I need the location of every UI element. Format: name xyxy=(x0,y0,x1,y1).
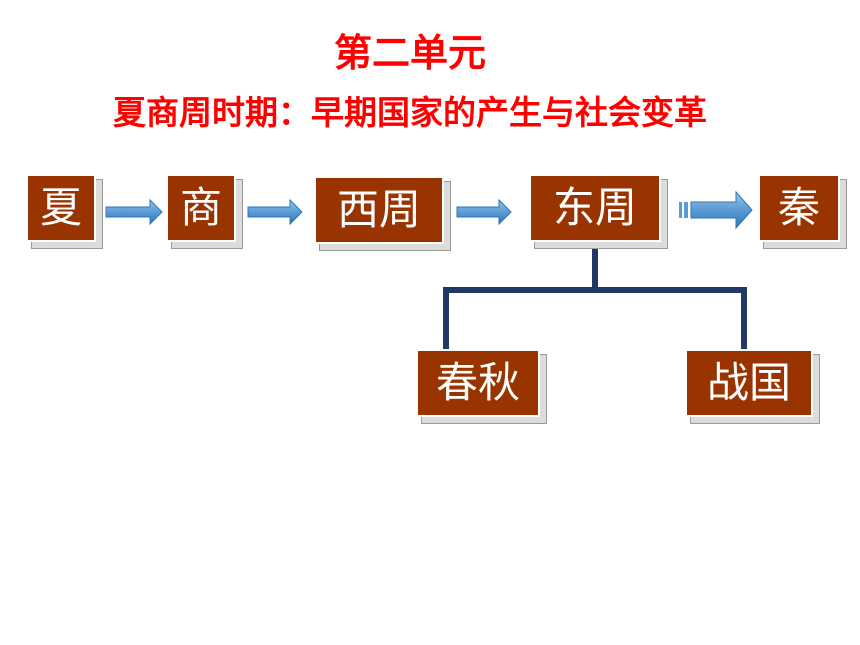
arrow-dongzhou-qin xyxy=(679,190,753,230)
node-zhanguo-label: 战国 xyxy=(706,358,791,407)
node-xia: 夏 xyxy=(26,174,96,242)
arrow-shang-xizhou xyxy=(247,198,303,226)
node-shang-label: 商 xyxy=(179,183,222,232)
node-xia-label: 夏 xyxy=(39,183,82,232)
arrow-xizhou-dongzhou xyxy=(456,198,512,226)
node-zhanguo: 战国 xyxy=(685,349,813,417)
node-shang: 商 xyxy=(166,174,236,242)
arrow-xia-shang xyxy=(105,198,163,226)
node-xizhou-label: 西周 xyxy=(336,185,421,234)
node-dongzhou-label: 东周 xyxy=(552,183,637,232)
tree-connector xyxy=(443,239,747,353)
node-chunqiu-label: 春秋 xyxy=(435,358,520,407)
node-dongzhou: 东周 xyxy=(529,174,661,242)
node-qin-label: 秦 xyxy=(777,183,820,232)
unit-subtitle: 夏商周时期：早期国家的产生与社会变革 xyxy=(113,93,707,132)
node-chunqiu: 春秋 xyxy=(416,349,540,417)
node-xizhou: 西周 xyxy=(314,176,444,244)
node-qin: 秦 xyxy=(758,174,840,242)
unit-title: 第二单元 xyxy=(333,31,486,75)
